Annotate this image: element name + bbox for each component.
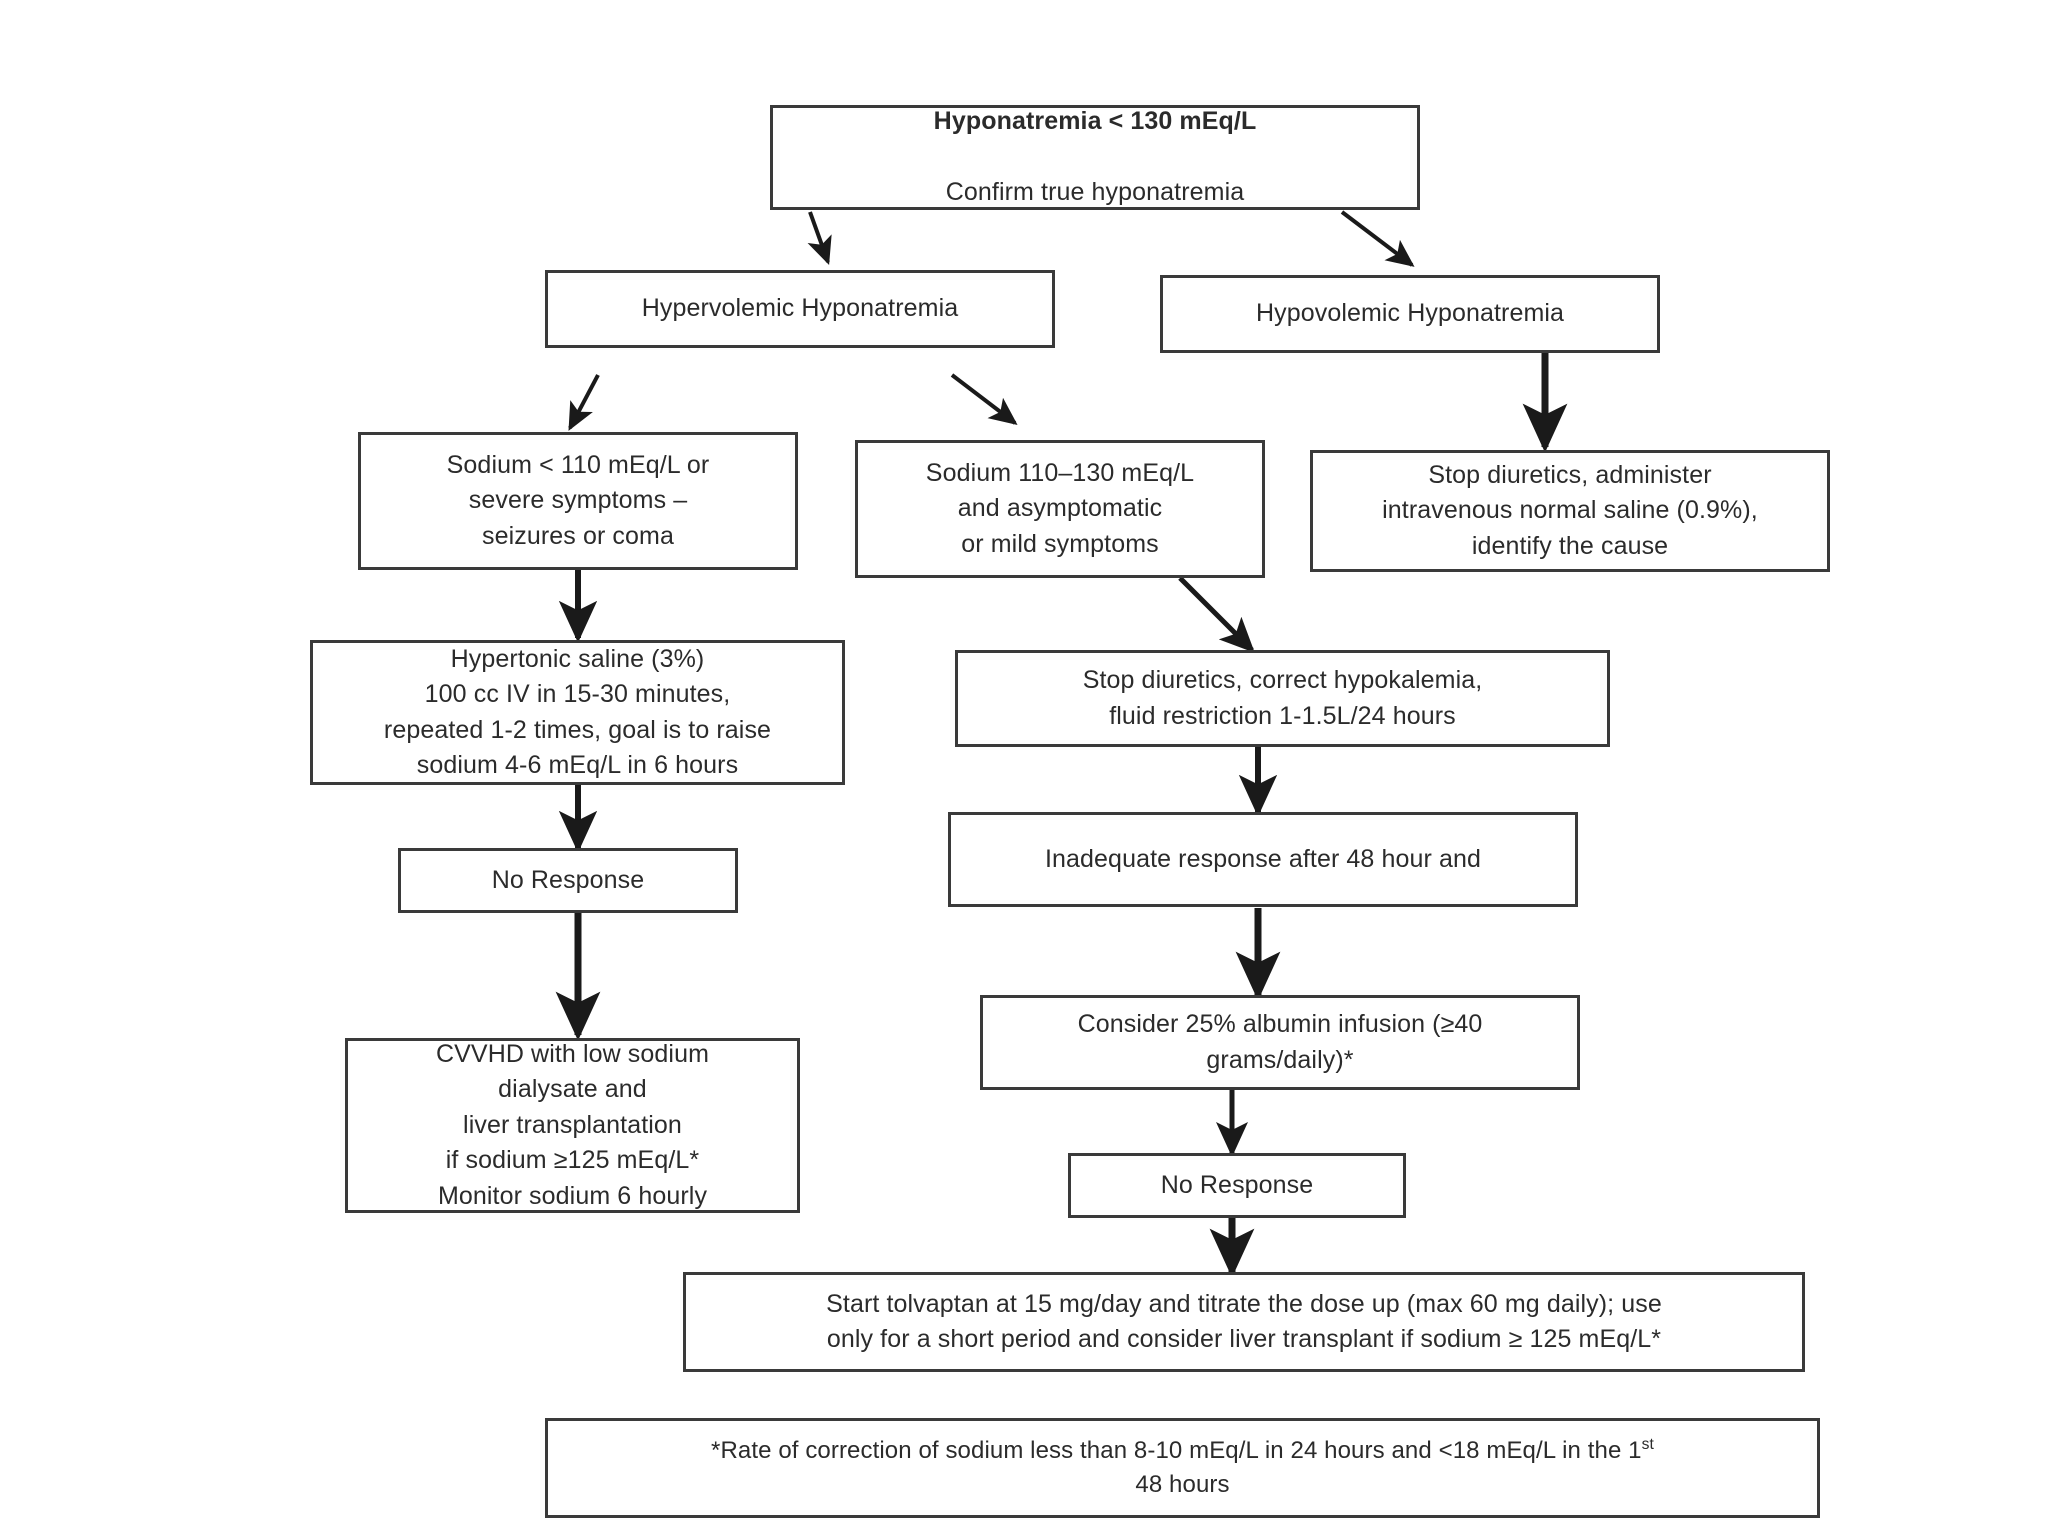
footnote-superscript: st [1641,1435,1654,1453]
node-severe-criteria-label: Sodium < 110 mEq/L or severe symptoms – … [446,450,710,550]
node-stop-diuretics-hypokalemia-label: Stop diuretics, correct hypokalemia, flu… [1082,666,1483,730]
header-subtitle: Confirm true hyponatremia [945,178,1245,207]
node-mild-criteria[interactable]: Sodium 110–130 mEq/L and asymptomatic or… [855,440,1265,578]
node-no-response-left-label: No Response [491,865,645,894]
node-no-response-right-label: No Response [1160,1170,1314,1199]
footnote-tail: 48 hours [1135,1471,1230,1498]
node-stop-diuretics-saline[interactable]: Stop diuretics, administer intravenous n… [1310,450,1830,572]
node-stop-diuretics-hypokalemia[interactable]: Stop diuretics, correct hypokalemia, flu… [955,650,1610,747]
node-cvvhd[interactable]: CVVHD with low sodium dialysate and live… [345,1038,800,1213]
node-inadequate-response[interactable]: Inadequate response after 48 hour and [948,812,1578,907]
node-tolvaptan-label: Start tolvaptan at 15 mg/day and titrate… [826,1289,1662,1354]
node-albumin-infusion-label: Consider 25% albumin infusion (≥40 grams… [1077,1010,1483,1074]
node-hypervolemic-label: Hypervolemic Hyponatremia [641,294,959,323]
arrow-hypervolemic-to-mild [950,373,1018,425]
node-albumin-infusion[interactable]: Consider 25% albumin infusion (≥40 grams… [980,995,1580,1090]
header-title: Hyponatremia < 130 mEq/L [933,107,1257,136]
arrow-mild-to-stopdiuretics [1178,576,1255,653]
node-hypertonic-saline-label: Hypertonic saline (3%) 100 cc IV in 15-3… [383,644,772,780]
node-cvvhd-label: CVVHD with low sodium dialysate and live… [435,1039,709,1210]
node-mild-criteria-label: Sodium 110–130 mEq/L and asymptomatic or… [925,458,1195,558]
node-tolvaptan[interactable]: Start tolvaptan at 15 mg/day and titrate… [683,1272,1805,1372]
node-hypervolemic-hyponatremia[interactable]: Hypervolemic Hyponatremia [545,270,1055,348]
node-footnote: *Rate of correction of sodium less than … [545,1418,1820,1518]
node-hypovolemic-hyponatremia[interactable]: Hypovolemic Hyponatremia [1160,275,1660,353]
arrow-hypervolemic-to-severe [568,374,600,431]
node-hypertonic-saline[interactable]: Hypertonic saline (3%) 100 cc IV in 15-3… [310,640,845,785]
node-hypovolemic-label: Hypovolemic Hyponatremia [1255,299,1565,328]
node-hyponatremia-header[interactable]: Hyponatremia < 130 mEq/L Confirm true hy… [770,105,1420,210]
footnote-text: *Rate of correction of sodium less than … [558,1434,1807,1502]
node-severe-criteria[interactable]: Sodium < 110 mEq/L or severe symptoms – … [358,432,798,570]
node-stop-diuretics-saline-label: Stop diuretics, administer intravenous n… [1382,460,1758,560]
node-inadequate-response-label: Inadequate response after 48 hour and [1045,844,1481,873]
footnote-lead: *Rate of correction of sodium less than … [711,1436,1642,1464]
node-no-response-left[interactable]: No Response [398,848,738,913]
node-no-response-right[interactable]: No Response [1068,1153,1406,1218]
